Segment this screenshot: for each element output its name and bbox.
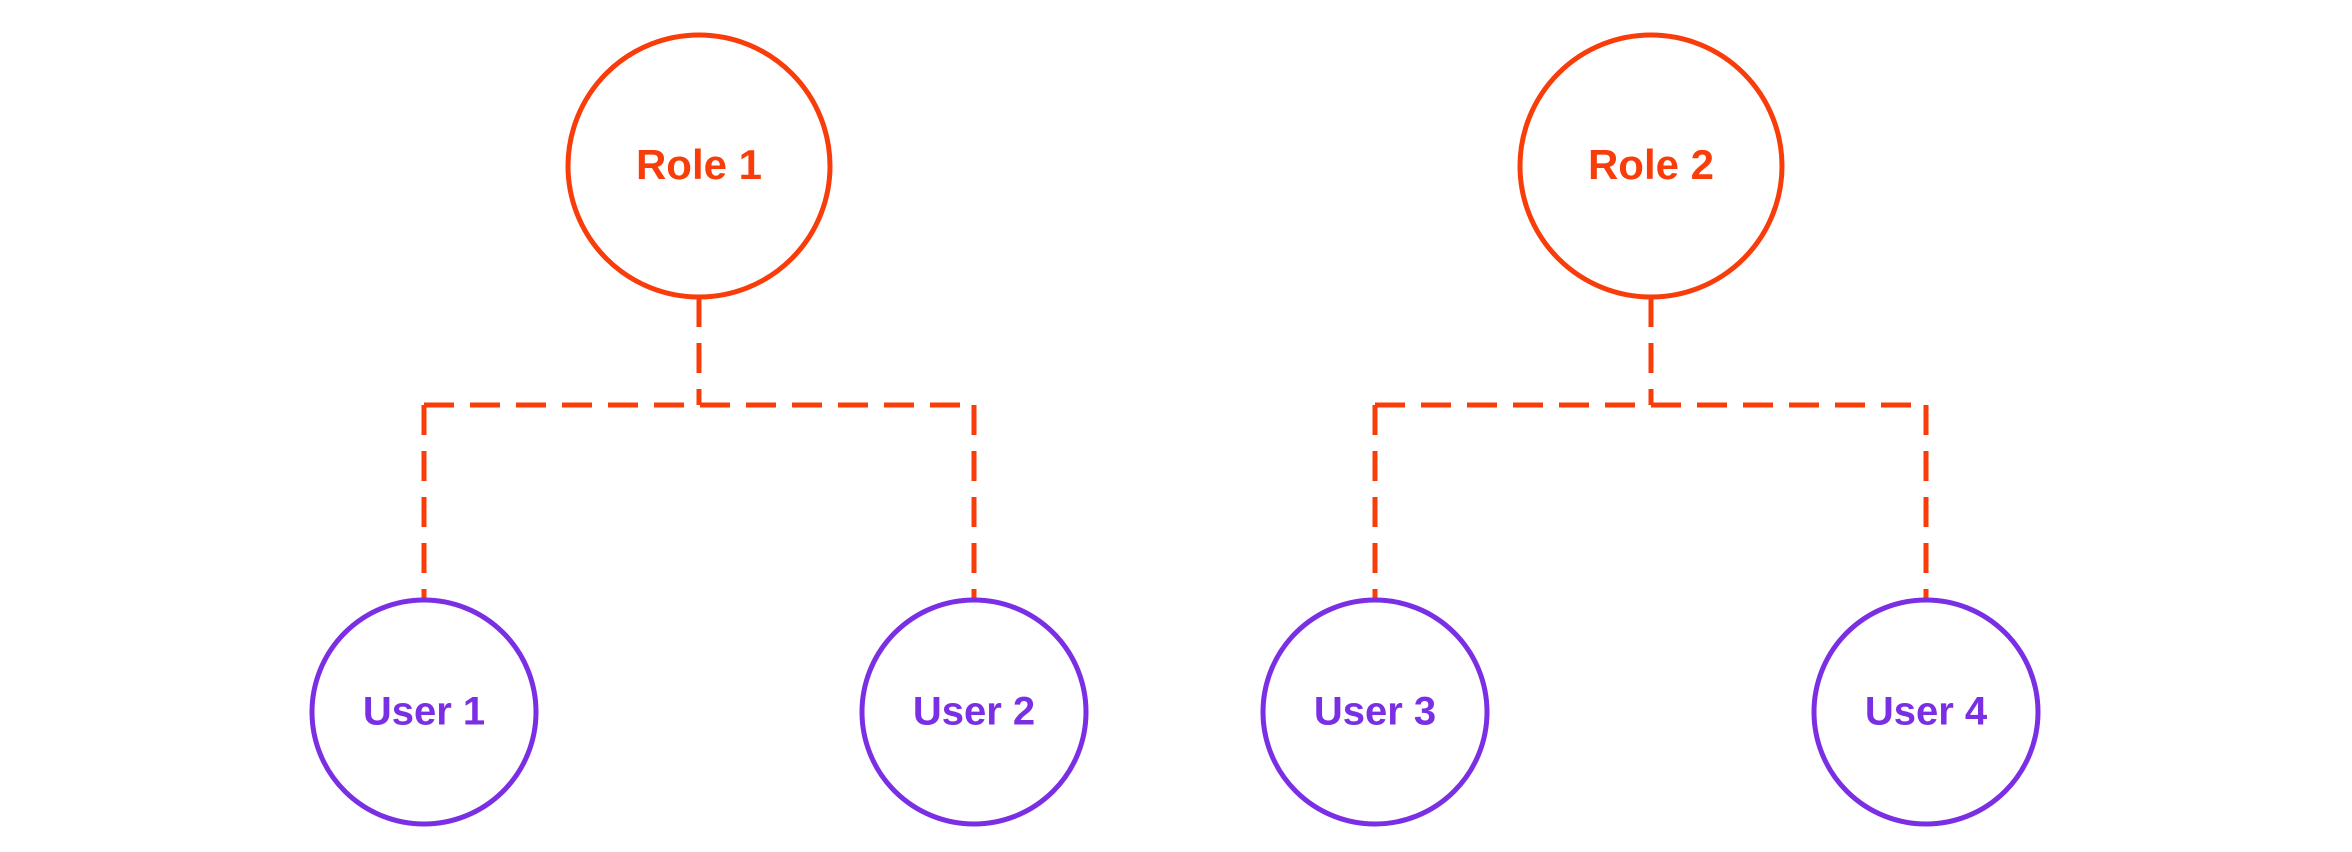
user-2-circle[interactable] — [859, 597, 1089, 827]
user-3-circle[interactable] — [1260, 597, 1490, 827]
edge-group-role-1 — [421, 297, 977, 600]
user-4-label: User 4 — [1865, 690, 1988, 734]
role-group-2: Role 2 User 3 User 4 — [1260, 32, 2041, 827]
user-2-label: User 2 — [913, 690, 1035, 734]
role-1-circle[interactable] — [565, 32, 833, 300]
node-user-4[interactable]: User 4 — [1811, 597, 2041, 827]
node-user-3[interactable]: User 3 — [1260, 597, 1490, 827]
user-1-label: User 1 — [363, 690, 485, 734]
role-1-label: Role 1 — [636, 141, 762, 188]
node-role-2[interactable]: Role 2 — [1517, 32, 1785, 300]
node-user-2[interactable]: User 2 — [859, 597, 1089, 827]
node-role-1[interactable]: Role 1 — [565, 32, 833, 300]
user-4-circle[interactable] — [1811, 597, 2041, 827]
node-user-1[interactable]: User 1 — [309, 597, 539, 827]
edge-group-role-2 — [1372, 297, 1929, 600]
role-2-circle[interactable] — [1517, 32, 1785, 300]
user-1-circle[interactable] — [309, 597, 539, 827]
user-3-label: User 3 — [1314, 690, 1436, 734]
role-2-label: Role 2 — [1588, 141, 1714, 188]
role-group-1: Role 1 User 1 User 2 — [309, 32, 1089, 827]
